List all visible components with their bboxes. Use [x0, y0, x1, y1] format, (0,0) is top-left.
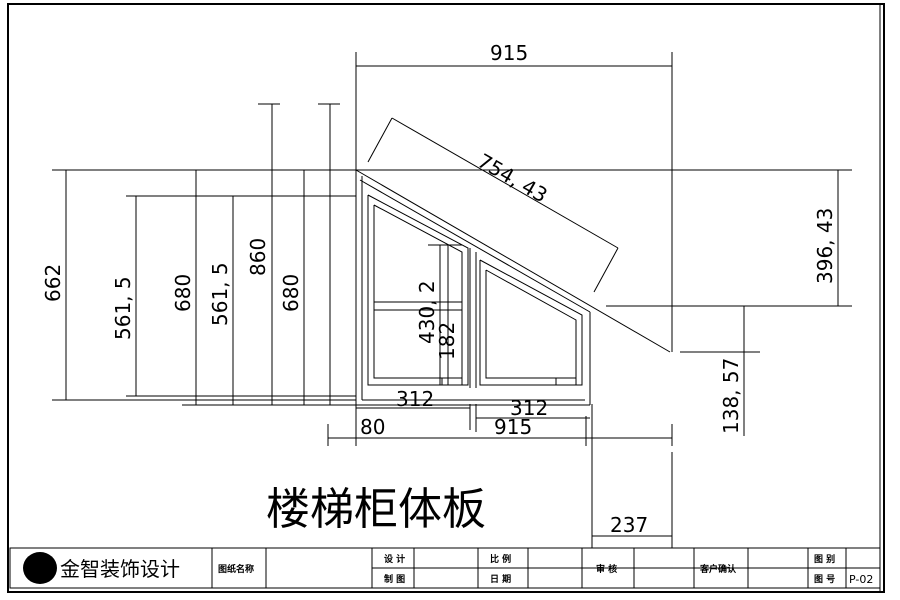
tb-scale-label: 比 例 — [490, 553, 511, 565]
dim-4302-label: 430, 2 — [415, 280, 439, 344]
tb-review-label: 审 核 — [596, 563, 617, 575]
dim-662-label: 662 — [41, 264, 65, 302]
drawing-frame — [7, 3, 885, 593]
dim-680a-label: 680 — [171, 274, 195, 312]
dim-diagonal — [391, 117, 619, 249]
dim-5615b-label: 561, 5 — [208, 262, 232, 326]
dimension-lines — [52, 52, 852, 548]
tb-client-label: 客户确认 — [699, 563, 737, 575]
right-compartment — [479, 259, 583, 386]
right-compartment-inner — [485, 269, 577, 379]
cabinet-outline — [355, 169, 671, 406]
dim-860-label: 860 — [246, 238, 270, 276]
tb-number-value: P-02 — [849, 573, 873, 586]
cabinet-outer-edge — [355, 169, 671, 353]
company-logo-text: JM — [27, 563, 44, 576]
cabinet-slope-inner — [359, 179, 591, 313]
left-compartment — [367, 194, 469, 386]
tb-number-label: 图 号 — [814, 574, 835, 585]
dim-top-width: 915 — [490, 41, 528, 65]
drawing-title: 楼梯柜体板 — [266, 484, 486, 535]
tb-drawing-name-label: 图纸名称 — [218, 563, 254, 575]
company-logo-icon — [23, 552, 57, 584]
dim-diag-ext-a — [367, 117, 393, 163]
tb-category-label: 图 别 — [814, 553, 835, 565]
dim-680b-label: 680 — [279, 274, 303, 312]
company-name: 金智装饰设计 — [60, 557, 180, 581]
dim-diagonal-label: 754, 43 — [474, 149, 552, 208]
dim-5615a-label: 561, 5 — [111, 276, 135, 340]
dim-right-height-label: 396, 43 — [813, 208, 837, 284]
tb-date-label: 日 期 — [490, 573, 511, 585]
dim-diag-ext-b — [593, 247, 619, 293]
dim-80-label: 80 — [360, 415, 385, 439]
dim-312a-label: 312 — [396, 387, 434, 411]
tb-draft-label: 制 图 — [384, 573, 405, 585]
left-kick — [441, 377, 463, 386]
dim-915-bottom-label: 915 — [494, 415, 532, 439]
tb-design-label: 设 计 — [384, 553, 405, 565]
title-block: JM 金智装饰设计 图纸名称 设 计 制 图 比 例 日 期 审 核 客户确认 … — [9, 547, 881, 589]
right-kick — [555, 377, 577, 386]
dim-237-label: 237 — [610, 513, 648, 537]
dim-312b-label: 312 — [510, 396, 548, 420]
dim-182-label: 182 — [435, 322, 459, 360]
dim-right-lower-label: 138, 57 — [719, 358, 743, 434]
